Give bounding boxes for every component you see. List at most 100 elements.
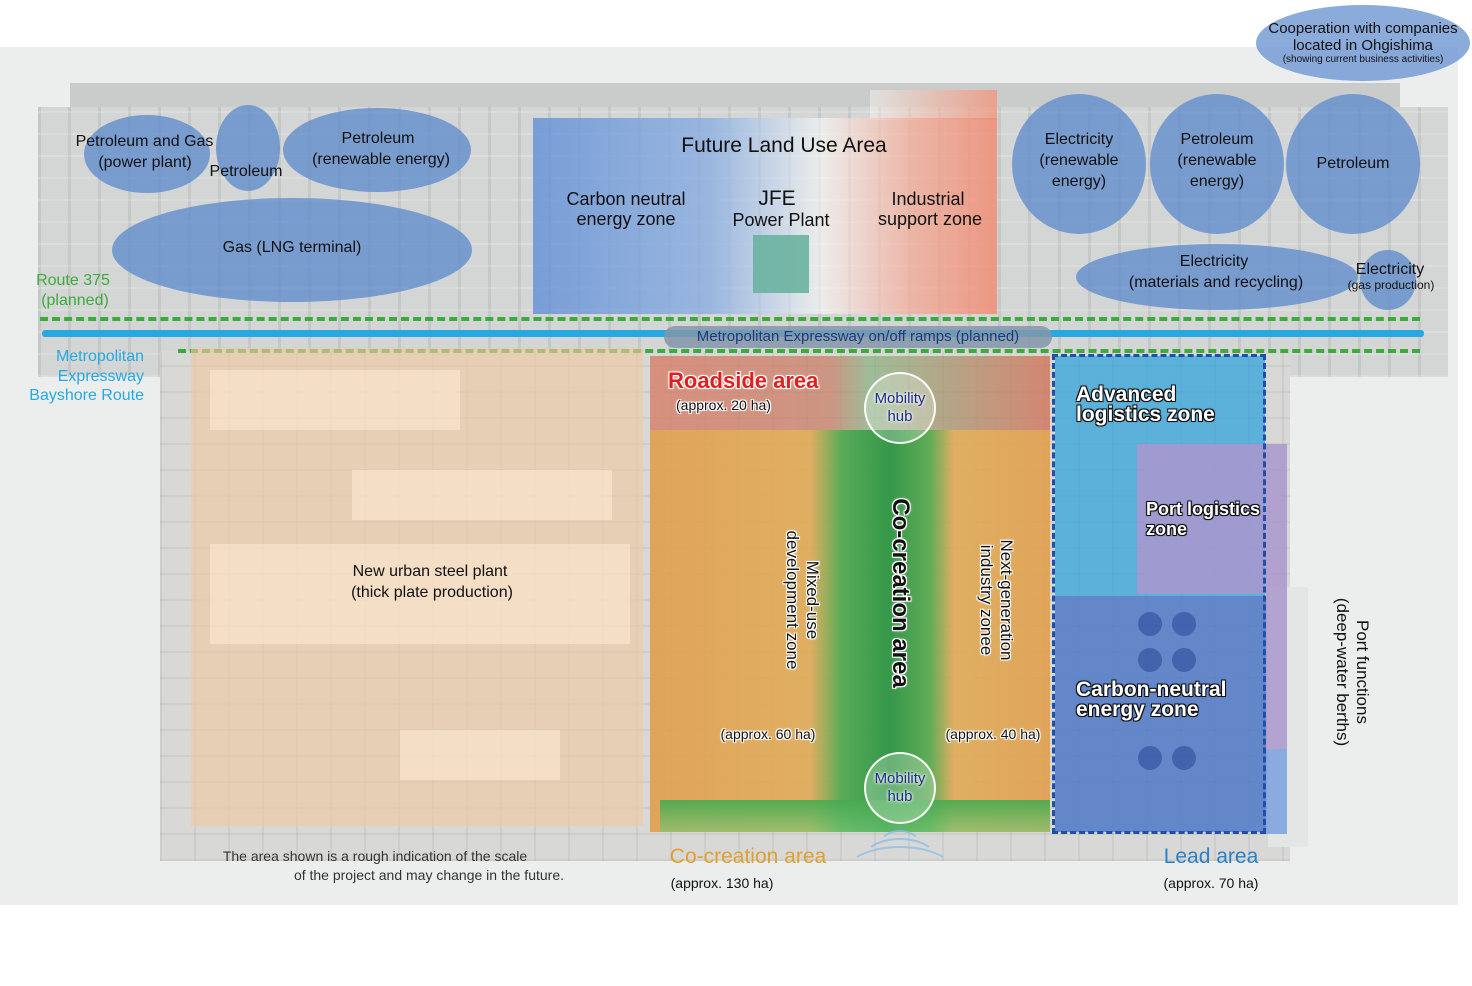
- green-strip: [660, 800, 1050, 832]
- lead-area-title: Lead area: [1163, 845, 1259, 868]
- route-375-upper: [40, 317, 1420, 321]
- carbon-neutral-label2: energy zone: [576, 209, 676, 229]
- storage-tank: [1138, 612, 1162, 636]
- route-375-label2: (planned): [41, 292, 109, 309]
- wave-arc: [878, 830, 922, 864]
- steel-plant-label2: (thick plate production): [351, 584, 513, 601]
- port-logistics-label1: Port logistics: [1146, 499, 1261, 519]
- roadside-area: [650, 356, 1050, 430]
- petroleum-right-blob: [1286, 94, 1420, 234]
- storage-tank: [1172, 612, 1196, 636]
- expressway-label3: Bayshore Route: [29, 387, 144, 404]
- wave-arc: [846, 846, 954, 896]
- electricity-renewable-label3: energy): [1051, 173, 1107, 190]
- mixed-use-label2: development zone: [783, 530, 802, 670]
- carbon-neutral-zone-label2: energy zone: [1076, 698, 1199, 721]
- steel-building: [210, 370, 460, 430]
- expressway-label1: Metropolitan: [55, 348, 144, 365]
- electricity-materials-label1: Electricity: [1179, 253, 1249, 270]
- route-375-label1: Route 375: [36, 272, 110, 289]
- advanced-logistics-label2: logistics zone: [1076, 403, 1215, 426]
- jfe-power-plant-box: [753, 235, 809, 293]
- co-creation-title: Co-creation area: [669, 845, 827, 868]
- lead-area-boundary: [1052, 354, 1266, 834]
- storage-tank: [1172, 648, 1196, 672]
- next-gen-zone-label: Next-generation industry zonee: [972, 502, 1016, 698]
- future-area-title: Future Land Use Area: [681, 134, 887, 157]
- storage-tank: [1138, 648, 1162, 672]
- port-functions-label1: Port functions: [1353, 620, 1372, 724]
- petroleum-renewable-b-blob: [1150, 94, 1284, 234]
- carbon-neutral-energy-zone: [1055, 596, 1266, 832]
- cooperation-bubble: Cooperation with companies located in Oh…: [1256, 5, 1470, 81]
- port-functions-label: Port functions (deep-water berths): [1328, 572, 1372, 772]
- petroleum-small-label: Petroleum: [209, 163, 283, 180]
- port-functions-label2: (deep-water berths): [1333, 597, 1352, 747]
- power-plant-label: (power plant): [98, 154, 192, 171]
- next-gen-label1: Next-generation: [997, 539, 1016, 661]
- electricity-gas-blob: [1360, 250, 1416, 310]
- expressway-ramps-bar: Metropolitan Expressway on/off ramps (pl…: [664, 326, 1052, 348]
- petroleum-renewable-blob: [283, 108, 471, 192]
- mobility-hub-south-label2: hub: [887, 788, 913, 805]
- roadside-area-title: Roadside area: [668, 368, 819, 393]
- electricity-materials-blob: [1076, 244, 1358, 310]
- mixed-use-size: (approx. 60 ha): [720, 726, 816, 742]
- electricity-gas-label2: (gas production): [1347, 278, 1435, 292]
- carbon-neutral-zone-label1: Carbon-neutral: [1076, 678, 1227, 701]
- wave-arc: [862, 838, 938, 882]
- mobility-hub-south-label1: Mobility: [874, 770, 926, 787]
- mixed-use-zone-label: Mixed-use development zone: [778, 500, 822, 700]
- next-gen-size: (approx. 40 ha): [945, 726, 1041, 742]
- jfe-label1: JFE: [758, 187, 796, 210]
- steel-building: [210, 544, 630, 644]
- gas-lng-label: Gas (LNG terminal): [222, 239, 362, 256]
- petroleum-renewable-b-label1: Petroleum: [1180, 131, 1254, 148]
- petroleum-renewable-label2: (renewable energy): [312, 151, 450, 168]
- mixed-use-label1: Mixed-use: [803, 560, 822, 640]
- disclaimer-line1: The area shown is a rough indication of …: [222, 848, 528, 864]
- electricity-gas-label1: Electricity: [1355, 261, 1425, 278]
- mobility-hub-south: Mobility hub: [864, 752, 936, 824]
- electricity-renewable-blob: [1012, 94, 1146, 234]
- petroleum-small-blob: [216, 105, 280, 191]
- electricity-renewable-label2: (renewable: [1039, 152, 1119, 169]
- steel-building: [352, 470, 612, 520]
- petroleum-renewable-label1: Petroleum: [341, 130, 415, 147]
- steel-building: [400, 730, 560, 780]
- co-creation-area-map: [650, 430, 1050, 832]
- roadside-area-size: (approx. 20 ha): [676, 397, 771, 413]
- cooperation-line1: Cooperation with companies: [1268, 20, 1458, 37]
- lead-area-size: (approx. 70 ha): [1163, 875, 1259, 891]
- carbon-neutral-label1: Carbon neutral: [566, 189, 686, 209]
- steel-plant-label1: New urban steel plant: [352, 563, 508, 580]
- electricity-materials-label2: (materials and recycling): [1128, 274, 1304, 291]
- industrial-support-label1: Industrial: [891, 189, 965, 209]
- petroleum-right-label: Petroleum: [1316, 155, 1390, 172]
- expressway-label2: Expressway: [57, 368, 144, 385]
- port-logistics-extension: [1266, 594, 1287, 749]
- co-creation-vertical-label: Co-creation area: [887, 498, 914, 688]
- carbon-neutral-extension: [1266, 749, 1287, 834]
- storage-tank: [1138, 746, 1162, 770]
- jfe-label2: Power Plant: [732, 210, 830, 230]
- petroleum-renewable-b-label2: (renewable: [1177, 152, 1257, 169]
- next-gen-label2: industry zonee: [977, 544, 996, 656]
- co-creation-size: (approx. 130 ha): [670, 875, 774, 891]
- mobility-hub-north: Mobility hub: [864, 372, 936, 444]
- route-375-lower: [178, 349, 1420, 353]
- electricity-renewable-label1: Electricity: [1044, 131, 1114, 148]
- industrial-support-label2: support zone: [877, 209, 983, 229]
- petroleum-renewable-b-label3: energy): [1189, 173, 1245, 190]
- petroleum-gas-label: Petroleum and Gas: [75, 133, 214, 150]
- advanced-logistics-label1: Advanced: [1076, 383, 1177, 406]
- cooperation-line2: located in Ohgishima: [1292, 37, 1434, 54]
- storage-tank: [1172, 746, 1196, 770]
- petroleum-gas-blob: [84, 115, 210, 193]
- mobility-hub-north-label2: hub: [887, 408, 913, 425]
- future-area-extension: [870, 90, 997, 120]
- mobility-hub-north-label1: Mobility: [874, 390, 926, 407]
- port-logistics-label2: zone: [1146, 519, 1188, 539]
- gas-lng-blob: [112, 198, 472, 302]
- disclaimer-line2: of the project and may change in the fut…: [293, 867, 564, 883]
